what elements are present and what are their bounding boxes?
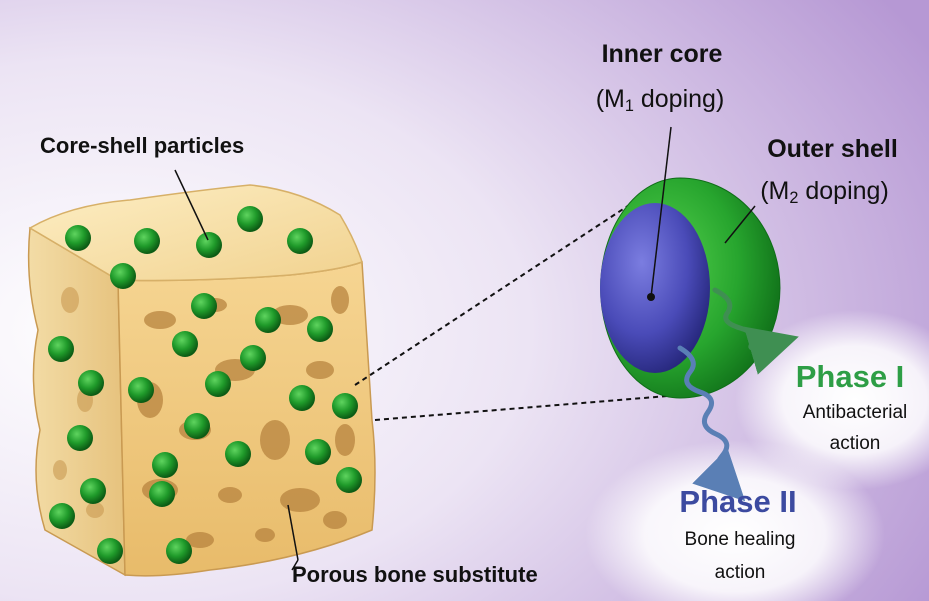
phase1-title: Phase I [775, 359, 925, 395]
phase2-title: Phase II [658, 484, 818, 520]
phase2-line1: Bone healing [660, 529, 820, 551]
label-outer-shell: Outer shell [745, 135, 920, 164]
label-core-shell-particles: Core-shell particles [40, 133, 244, 159]
label-porous-bone-substitute: Porous bone substitute [292, 562, 538, 588]
core-pointer-dot [647, 293, 655, 301]
label-inner-core: Inner core [582, 40, 742, 69]
inner-core-sphere [600, 203, 710, 373]
phase1-line2: action [780, 433, 929, 455]
label-outer-shell-doping: (M2 doping) [722, 177, 927, 208]
phase2-line2: action [660, 562, 820, 584]
phase1-line1: Antibacterial [780, 402, 929, 424]
label-inner-core-doping: (M1 doping) [560, 85, 760, 116]
